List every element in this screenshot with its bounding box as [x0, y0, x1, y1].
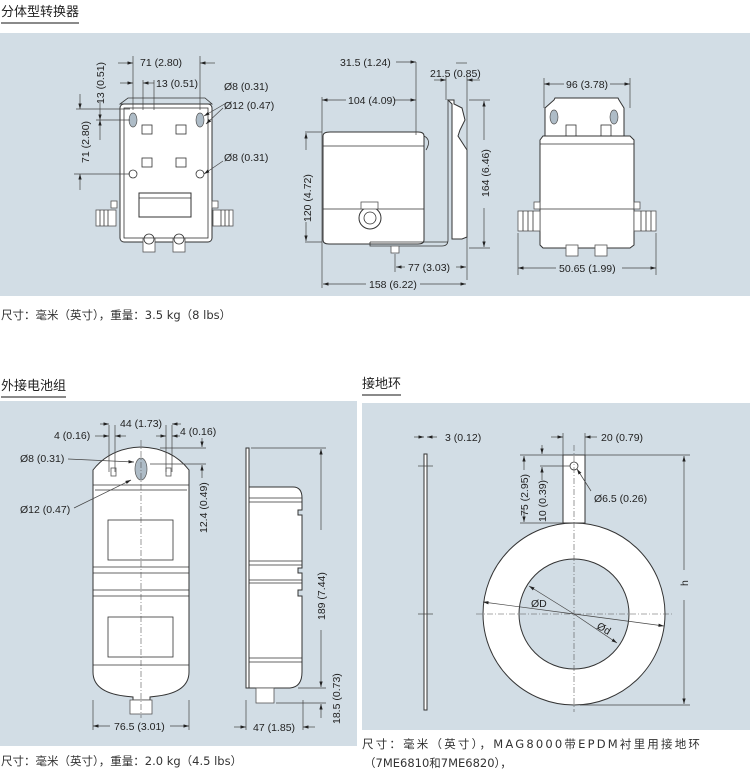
converter-side-dimensions: 31.5 (1.24) 104 (4.09) 21.5 (0.85) 120 (…	[302, 57, 492, 291]
battery-section-title: 外接电池组	[1, 379, 67, 398]
dim-ring-10: 10 (0.39)	[537, 480, 549, 522]
converter-section-title: 分体型转换器	[1, 5, 80, 24]
dim-converter-21-5: 21.5 (0.85)	[430, 68, 481, 80]
converter-rear-view	[517, 97, 657, 257]
dim-ring-thickness-3: 3 (0.12)	[445, 432, 481, 444]
label-ring-height-h: h	[679, 580, 691, 586]
dim-converter-hole-8-bottom: Ø8 (0.31)	[224, 152, 268, 164]
label-outer-diameter: ØD	[531, 598, 547, 610]
dim-converter-50-65: 50.65 (1.99)	[559, 263, 616, 275]
dim-converter-120: 120 (4.72)	[302, 174, 314, 222]
dim-ring-hole-6-5: Ø6.5 (0.26)	[594, 493, 647, 505]
converter-front-dimensions: 71 (2.80) 13 (0.51) 13 (0.51) 71 (2.80) …	[74, 56, 274, 190]
dim-battery-12-4: 12.4 (0.49)	[198, 482, 210, 533]
dim-converter-hole-8-top: Ø8 (0.31)	[224, 81, 268, 93]
grounding-ring-section-title: 接地环	[362, 377, 402, 396]
dim-battery-76-5: 76.5 (3.01)	[114, 721, 165, 733]
dim-converter-104: 104 (4.09)	[348, 95, 396, 107]
grounding-ring-caption-line2: （7ME6810和7ME6820），	[364, 756, 512, 770]
dim-converter-13-height: 13 (0.51)	[95, 62, 107, 104]
converter-front-view	[95, 97, 234, 253]
battery-caption: 尺寸：毫米（英寸），重量：2.0 kg（4.5 lbs）	[1, 754, 243, 768]
dim-converter-hole-12: Ø12 (0.47)	[224, 100, 274, 112]
dim-converter-13-spacing: 13 (0.51)	[156, 78, 198, 90]
converter-rear-dimensions: 96 (3.78) 50.65 (1.99)	[517, 78, 657, 275]
grounding-ring-edge-view: 3 (0.12)	[414, 432, 481, 711]
grounding-ring-dimensions: 20 (0.79) 75 (2.95) 10 (0.39) Ø6.5 (0.26…	[519, 432, 691, 706]
battery-side-view	[245, 447, 303, 704]
converter-side-view	[322, 99, 468, 254]
dim-converter-71-height: 71 (2.80)	[80, 121, 92, 163]
dim-converter-158: 158 (6.22)	[369, 279, 417, 291]
converter-caption: 尺寸：毫米（英寸），重量：3.5 kg（8 lbs）	[1, 308, 232, 322]
dim-converter-164: 164 (6.46)	[480, 149, 492, 197]
grounding-ring-front-view: ØD Ød	[476, 445, 672, 712]
battery-side-dimensions: 189 (7.44) 18.5 (0.73) 47 (1.85)	[234, 447, 343, 734]
dim-battery-hole-12: Ø12 (0.47)	[20, 504, 70, 516]
dim-battery-hole-8: Ø8 (0.31)	[20, 453, 64, 465]
dim-ring-75: 75 (2.95)	[519, 474, 531, 516]
dim-converter-71-width: 71 (2.80)	[140, 57, 182, 69]
dim-battery-18-5: 18.5 (0.73)	[331, 673, 343, 724]
dim-converter-96: 96 (3.78)	[566, 79, 608, 91]
battery-front-view	[92, 440, 190, 718]
dim-converter-31-5: 31.5 (1.24)	[340, 57, 391, 69]
dim-battery-44: 44 (1.73)	[120, 418, 162, 430]
dim-battery-189: 189 (7.44)	[316, 572, 328, 620]
dim-converter-77: 77 (3.03)	[408, 262, 450, 274]
dim-battery-47: 47 (1.85)	[253, 722, 295, 734]
dim-ring-tab-20: 20 (0.79)	[601, 432, 643, 444]
dim-battery-4-left: 4 (0.16)	[54, 430, 90, 442]
battery-front-dimensions: 44 (1.73) 4 (0.16) 4 (0.16) Ø8 (0.31) Ø1…	[20, 418, 216, 733]
grounding-ring-caption-line1: 尺寸：毫米（英寸），MAG8000带EPDM衬里用接地环	[362, 737, 703, 751]
dim-battery-4-right: 4 (0.16)	[180, 426, 216, 438]
